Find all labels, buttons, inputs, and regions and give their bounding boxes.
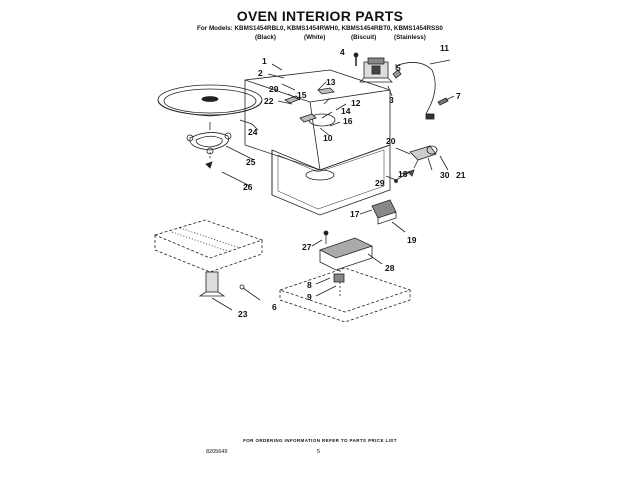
bracket <box>371 199 397 225</box>
callout-22: 22 <box>264 96 274 106</box>
bottom-plate <box>153 219 264 297</box>
models-line: For Models: KBMS1454RBL0, KBMS1454RWH0, … <box>197 25 443 32</box>
callout-17: 17 <box>350 209 360 219</box>
color-label-biscuit: (Biscuit) <box>351 34 377 41</box>
callout-21: 21 <box>456 170 466 180</box>
callout-27: 27 <box>302 242 312 252</box>
callout-18: 18 <box>398 169 408 179</box>
callout-28: 28 <box>385 263 395 273</box>
callout-7: 7 <box>456 91 461 101</box>
callout-20: 20 <box>386 136 396 146</box>
callout-26: 26 <box>243 182 253 192</box>
lamp-socket <box>409 145 438 169</box>
callout-8: 8 <box>307 280 312 290</box>
callout-15: 15 <box>297 90 307 100</box>
callout-29b: 29 <box>375 178 385 188</box>
callout-25: 25 <box>246 157 256 167</box>
callout-2: 2 <box>258 68 263 78</box>
callout-11: 11 <box>440 43 449 53</box>
callout-3: 3 <box>389 95 394 105</box>
callout-12: 12 <box>351 98 361 108</box>
oven-cavity <box>244 69 391 216</box>
callout-6: 6 <box>272 302 277 312</box>
callout-24: 24 <box>248 127 258 137</box>
base-panel <box>278 230 412 323</box>
color-label-black: (Black) <box>255 34 276 41</box>
page-number: 5 <box>317 449 321 455</box>
page-title: OVEN INTERIOR PARTS <box>236 8 404 24</box>
callout-13: 13 <box>326 77 336 87</box>
roller-ring <box>186 122 232 155</box>
document-number: 8205649 <box>206 449 228 455</box>
callout-14: 14 <box>341 106 351 116</box>
transformer <box>359 57 393 83</box>
callout-4: 4 <box>340 47 345 57</box>
ordering-note: FOR ORDERING INFORMATION REFER TO PARTS … <box>243 438 397 443</box>
callout-23: 23 <box>238 309 248 319</box>
color-label-stainless: (Stainless) <box>394 34 426 41</box>
callout-10: 10 <box>323 133 333 143</box>
callout-5: 5 <box>396 63 401 73</box>
color-label-white: (White) <box>304 34 326 41</box>
callout-9: 9 <box>307 292 312 302</box>
callout-1: 1 <box>262 56 267 66</box>
callout-16: 16 <box>343 116 353 126</box>
callout-19: 19 <box>407 235 417 245</box>
turntable-tray <box>157 84 263 117</box>
callout-30: 30 <box>440 170 450 180</box>
callout-29a: 29 <box>269 84 279 94</box>
